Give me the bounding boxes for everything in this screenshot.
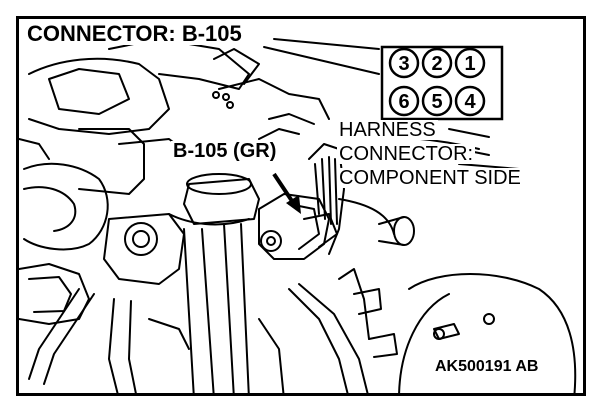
harness-label-line1: HARNESS [337,119,438,141]
pin-4-label: 4 [464,91,476,113]
diagram-frame: 3 2 1 6 5 4 CONNECTOR: B-105 B-105 (GR) … [16,16,586,396]
connector-pin-diagram [380,45,504,121]
harness-label-line2: CONNECTOR: [337,143,476,165]
connector-label: B-105 (GR) [171,140,279,162]
pin-6-label: 6 [398,91,409,113]
pin-1-label: 1 [464,53,475,75]
pin-2-label: 2 [431,53,442,75]
engine-bay-illustration: 3 2 1 6 5 4 [19,38,577,393]
pin-5-label: 5 [431,91,442,113]
figure-code: AK500191 AB [433,358,541,375]
pin-3-label: 3 [398,53,409,75]
harness-label-line3: COMPONENT SIDE [337,167,523,189]
diagram-title: CONNECTOR: B-105 [25,21,244,46]
pointer-arrow [272,172,301,214]
